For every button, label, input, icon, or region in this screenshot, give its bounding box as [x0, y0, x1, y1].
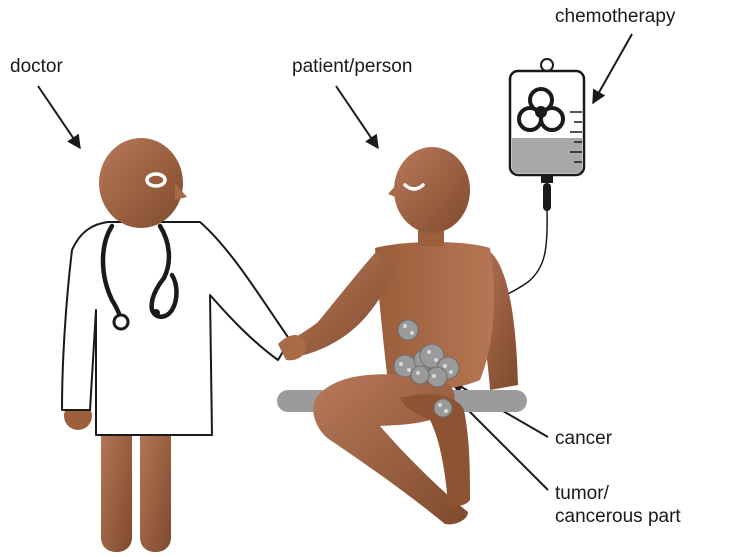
chemotherapy-arrow — [593, 34, 632, 103]
patient-arrow — [336, 86, 378, 148]
lab-coat — [62, 222, 290, 435]
doctor-arrow — [38, 86, 80, 148]
cancer-label: cancer — [555, 428, 613, 449]
tumor-label-line2: cancerous part — [555, 506, 681, 527]
patient-figure — [292, 147, 518, 524]
chemo-fluid — [512, 138, 582, 173]
doctor-label: doctor — [10, 56, 63, 77]
doctor-figure — [62, 138, 306, 552]
tumor-label-line1: tumor/ — [555, 483, 610, 504]
iv-drip-chamber — [543, 183, 551, 211]
chemotherapy-label: chemotherapy — [555, 6, 676, 27]
patient-label: patient/person — [292, 56, 412, 77]
iv-bag — [497, 59, 584, 299]
